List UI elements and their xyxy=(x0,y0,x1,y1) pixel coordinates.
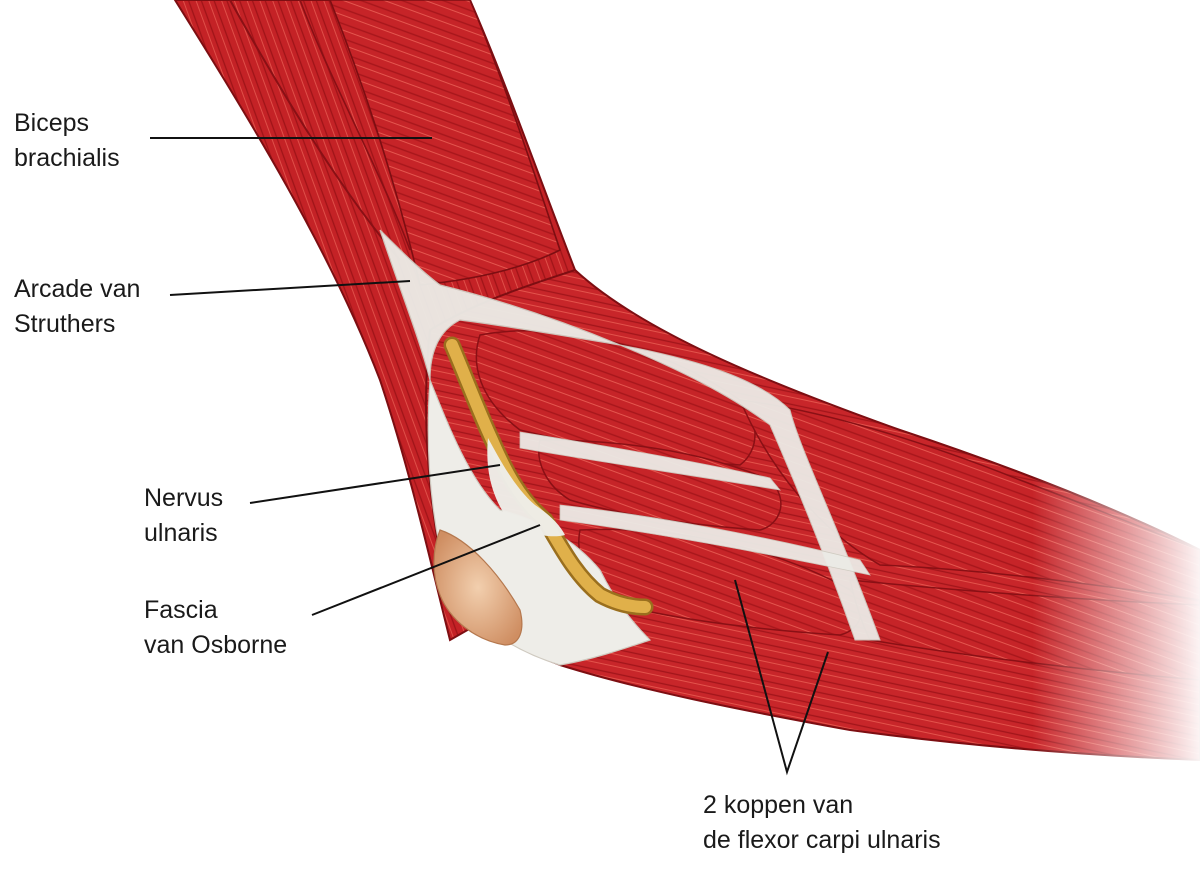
label-line: Nervus xyxy=(144,484,224,512)
leader-line-fcu xyxy=(734,579,829,776)
leader-line-nervus xyxy=(249,464,501,504)
label-fascia-van-osborne: Fascia van Osborne xyxy=(144,593,287,663)
label-line: Arcade van xyxy=(14,275,141,303)
label-line: brachialis xyxy=(14,144,120,172)
label-line: ulnaris xyxy=(144,519,218,547)
label-line: 2 koppen van xyxy=(703,791,854,819)
label-line: Struthers xyxy=(14,310,116,338)
label-line: Fascia xyxy=(144,596,218,624)
leader-lines xyxy=(150,137,829,776)
label-nervus-ulnaris: Nervus ulnaris xyxy=(144,481,223,551)
label-arcade-van-struthers: Arcade van Struthers xyxy=(14,272,140,342)
leader-line-arcade xyxy=(169,280,411,296)
label-flexor-carpi-ulnaris: 2 koppen van de flexor carpi ulnaris xyxy=(703,788,941,858)
label-biceps-brachialis: Biceps brachialis xyxy=(14,106,120,176)
label-line: van Osborne xyxy=(144,631,288,659)
label-line: Biceps xyxy=(14,109,90,137)
leader-line-fascia xyxy=(311,524,541,616)
label-line: de flexor carpi ulnaris xyxy=(703,826,941,854)
